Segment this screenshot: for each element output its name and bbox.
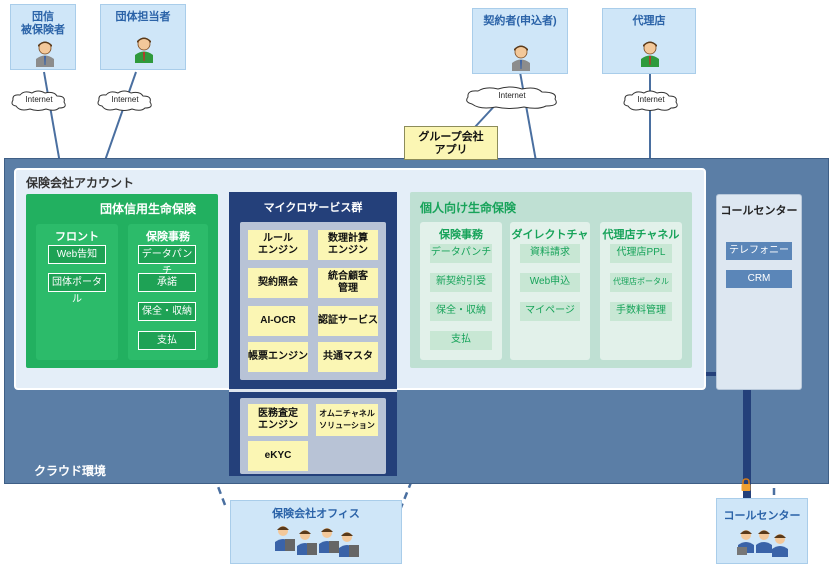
cloud-icon [623,90,678,111]
cloud-environment-label: クラウド環境 [34,464,107,478]
person-icon [641,41,659,67]
call-center-site: コールセンター [716,498,808,564]
microservice-item[interactable]: 契約照会 [248,268,308,298]
microservice-item[interactable]: ルール エンジン [248,230,308,260]
microservice-lower-item[interactable]: 医務査定 エンジン [248,404,308,436]
lock-icon [741,478,751,491]
front-title: フロント [55,231,99,243]
cloud-icon [466,86,557,109]
internet-cloud: Internet [96,90,154,112]
call-center-item[interactable]: CRM [726,270,792,288]
microservice-item[interactable]: 数理計算 エンジン [318,230,378,260]
cloud-icon [11,90,66,111]
call-center-cloud-title: コールセンター [720,205,798,217]
internet-cloud: Internet [10,90,68,112]
direct-channel-item[interactable]: 資料請求 [520,244,580,263]
group-office-item[interactable]: 保全・収納 [138,302,196,321]
agency-channel-item[interactable]: 代理店ポータル [610,273,672,292]
internet-label: Internet [25,95,53,104]
actor-group-insured: 団信 被保険者 [10,4,76,70]
operators-icon [737,530,788,557]
actor-contractor: 契約者(申込者) [472,8,568,74]
person-icon [36,41,54,67]
insurance-office: 保険会社オフィス [230,500,402,564]
call-center-site-label: コールセンター [723,510,801,522]
individual-life-title: 個人向け生命保険 [420,201,517,215]
direct-channel-item[interactable]: Web申込 [520,273,580,292]
group-life-title: 団体信用生命保険 [100,202,197,216]
group-office-title: 保険事務 [146,231,190,243]
indiv-office-item[interactable]: 支払 [430,331,492,350]
actor-label: 契約者(申込者) [483,15,557,27]
actor-group-manager: 団体担当者 [100,4,186,70]
cloud-icon [97,90,152,111]
call-center-item[interactable]: テレフォニー [726,242,792,260]
internet-label: Internet [498,91,526,100]
actor-label: 団体担当者 [115,11,171,23]
agency-channel-item[interactable]: 代理店PPL [610,244,672,263]
agency-channel-title: 代理店チャネル [602,229,680,241]
indiv-office-item[interactable]: 新契約引受 [430,273,492,292]
person-icon [135,37,153,63]
group-office-item[interactable]: データパンチ [138,245,196,277]
microservice-item[interactable]: 認証サービス [318,306,378,336]
direct-channel-item[interactable]: マイページ [520,302,580,321]
front-item[interactable]: Web告知 [48,245,106,264]
front-item[interactable]: 団体ポータル [48,273,106,305]
agency-channel-item[interactable]: 手数料管理 [610,302,672,321]
group-office-item[interactable]: 支払 [138,331,196,350]
connector-bar [743,390,751,500]
internet-cloud: Internet [622,90,680,112]
internet-label: Internet [111,95,139,104]
microservice-item[interactable]: AI-OCR [248,306,308,336]
indiv-office-item[interactable]: 保全・収納 [430,302,492,321]
internet-cloud: Internet [464,86,560,110]
internet-label: Internet [637,95,665,104]
actor-label: 代理店 [632,15,666,27]
office-workers-icon [275,526,359,557]
microservices-title: マイクロサービス群 [263,202,363,214]
actor-agency: 代理店 [602,8,696,74]
insurance-account-label: 保険会社アカウント [26,176,135,190]
person-icon [512,45,530,71]
insurance-office-label: 保険会社オフィス [272,508,360,520]
microservice-item[interactable]: 統合顧客 管理 [318,268,378,298]
indiv-office-title: 保険事務 [439,229,483,241]
microservice-lower-item[interactable]: eKYC [248,441,308,471]
microservice-item[interactable]: 共通マスタ [318,342,378,372]
actor-label: 団信 被保険者 [21,11,65,36]
microservices-divider [229,389,397,392]
microservice-item[interactable]: 帳票エンジン [248,342,308,372]
indiv-office-item[interactable]: データパンチ [430,244,492,263]
group-app[interactable]: グループ会社 アプリ [404,126,498,160]
microservice-lower-item[interactable]: オムニチャネル ソリューション [316,404,378,436]
group-office-item[interactable]: 承諾 [138,273,196,292]
call-center-cloud [716,194,802,390]
